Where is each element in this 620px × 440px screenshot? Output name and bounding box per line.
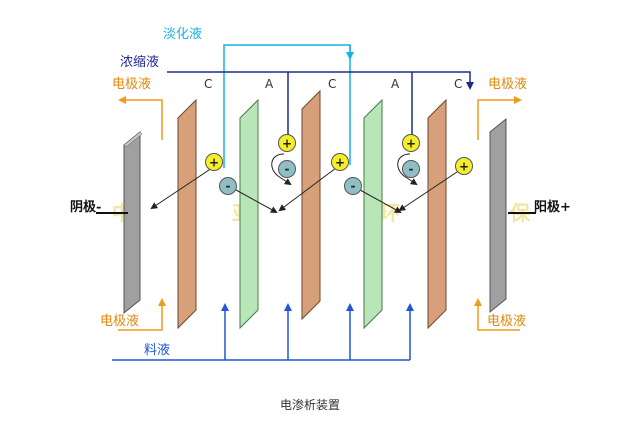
figure-caption: 电渗析装置 bbox=[279, 398, 340, 412]
anion-ion-1: - bbox=[219, 177, 237, 195]
anion-ion-3-sign: - bbox=[351, 179, 356, 193]
membrane-label-c3: C bbox=[454, 77, 462, 91]
concentrate-label: 浓缩液 bbox=[120, 54, 159, 70]
membrane-label-c2: C bbox=[328, 77, 336, 91]
cation-ion-5: + bbox=[455, 157, 473, 175]
cation-membrane-2 bbox=[301, 89, 321, 321]
dilute-flow-lines bbox=[223, 44, 354, 168]
cation-ion-1: + bbox=[205, 153, 223, 171]
watermark: 中 亚 环 保 bbox=[112, 201, 531, 225]
electrode-liquid-label-bottom-left: 电极液 bbox=[100, 314, 139, 329]
anion-membrane-1 bbox=[239, 98, 259, 330]
cation-ion-2: + bbox=[278, 134, 296, 152]
ion-rejection-arrows bbox=[271, 153, 418, 186]
cation-ion-5-sign: + bbox=[459, 160, 469, 174]
electrode-liquid-label-top-right: 电极液 bbox=[488, 77, 527, 92]
cation-ion-2-sign: + bbox=[282, 137, 292, 151]
electrode-liquid-label-bottom-right: 电极液 bbox=[487, 314, 526, 329]
anion-ion-3: - bbox=[344, 177, 362, 195]
dilute-label: 淡化液 bbox=[163, 27, 202, 42]
cation-ion-3-sign: + bbox=[335, 156, 345, 170]
anion-ion-4-sign: - bbox=[409, 162, 414, 176]
cation-ion-1-sign: + bbox=[209, 156, 219, 170]
feed-label: 料液 bbox=[144, 343, 170, 358]
cation-ions: + + + + + bbox=[205, 134, 473, 175]
anion-ions: - - - - bbox=[219, 160, 420, 195]
electrode-liquid-label-top-left: 电极液 bbox=[112, 77, 151, 92]
anion-ion-2-sign: - bbox=[285, 162, 290, 176]
membrane-label-c1: C bbox=[204, 77, 212, 91]
cathode-label: 阴极- bbox=[70, 199, 101, 215]
anode-plate bbox=[489, 117, 507, 314]
feed-flow-lines bbox=[112, 303, 414, 361]
anion-ion-4: - bbox=[402, 160, 420, 178]
cation-membrane-3 bbox=[427, 98, 447, 330]
cation-ion-4: + bbox=[402, 134, 420, 152]
membrane-label-a1: A bbox=[265, 77, 274, 91]
anion-membrane-2 bbox=[363, 98, 383, 330]
cation-ion-3: + bbox=[331, 153, 349, 171]
cation-ion-4-sign: + bbox=[406, 137, 416, 151]
ion-migration-arrows bbox=[150, 167, 461, 213]
cation-membrane-1 bbox=[177, 98, 197, 330]
watermark-char-3: 环 bbox=[380, 201, 400, 225]
cathode-plate bbox=[123, 130, 143, 315]
anion-ion-1-sign: - bbox=[226, 179, 231, 193]
electrode-liquid-lines bbox=[118, 96, 522, 331]
membrane-label-a2: A bbox=[391, 77, 400, 91]
anode-label: 阳极+ bbox=[534, 199, 571, 215]
anion-ion-2: - bbox=[278, 160, 296, 178]
